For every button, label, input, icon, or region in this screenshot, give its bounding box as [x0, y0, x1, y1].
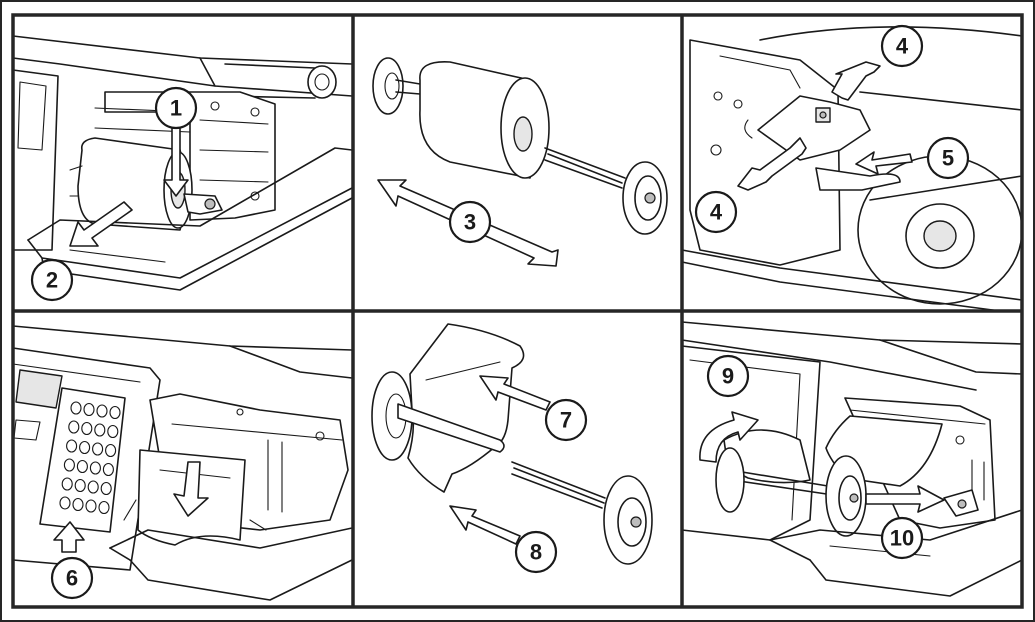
keypad-key: [59, 496, 71, 510]
callout-3-label: 3: [464, 210, 476, 235]
keypad-key: [81, 421, 93, 436]
arrow-close-lever-icon: [865, 485, 945, 513]
keypad-key: [68, 420, 80, 434]
keypad-key: [74, 478, 86, 493]
callout-5-label: 5: [942, 146, 954, 171]
keypad-key: [70, 401, 82, 415]
keypad-key: [107, 424, 119, 439]
arrow-paper-out-icon: [173, 461, 209, 517]
callout-9: 9: [706, 354, 750, 398]
callout-8: 8: [514, 530, 558, 574]
keypad-key: [98, 500, 110, 515]
keypad-key: [89, 461, 101, 475]
arrow-release-bottom-icon: [737, 137, 807, 191]
callout-9-label: 9: [722, 364, 734, 389]
callout-8-label: 8: [530, 540, 542, 565]
callout-4-bottom: 4: [694, 190, 738, 234]
keypad-key: [66, 439, 78, 453]
keypad-key: [92, 442, 104, 456]
keypad-key: [96, 404, 108, 418]
callout-6-label: 6: [66, 566, 78, 591]
panel-5: 7 8: [353, 311, 682, 607]
arrow-insert-spindle-icon: [449, 505, 521, 545]
panel-4: 6: [12, 311, 353, 607]
arrow-pull-icon: [69, 201, 133, 247]
keypad-key: [76, 459, 88, 474]
callout-1-label: 1: [170, 96, 182, 121]
arrow-release-top-icon: [831, 61, 881, 101]
keypad-key: [63, 458, 75, 472]
keypad-key: [85, 499, 97, 513]
panel-4-illustration: [12, 325, 353, 601]
arrow-insert-roll-icon: [479, 375, 551, 411]
keypad-key: [100, 481, 112, 496]
keypad-key: [79, 440, 91, 455]
callout-7-label: 7: [560, 408, 572, 433]
callout-10-label: 10: [890, 526, 914, 551]
keypad-key: [61, 477, 73, 491]
panel-6: 9 10: [681, 311, 1023, 607]
panel-1-illustration: [12, 35, 353, 291]
keypad-key: [87, 480, 99, 494]
keypad-keys: [59, 401, 121, 515]
callout-4-bottom-label: 4: [710, 200, 723, 225]
callout-4-top-label: 4: [896, 34, 909, 59]
keypad-key: [109, 405, 121, 420]
callout-2: 2: [30, 258, 74, 302]
callout-3: 3: [448, 200, 492, 244]
panel-3: 4 5 4: [681, 15, 1023, 312]
panel-frames: [11, 13, 1024, 609]
keypad-key: [83, 402, 95, 417]
keypad-key: [72, 497, 84, 512]
arrow-pull-paper-icon: [855, 151, 913, 175]
callout-4-top: 4: [880, 24, 924, 68]
panel-2: 3: [353, 15, 682, 311]
panel-5-illustration: [371, 323, 653, 565]
keypad-key: [94, 423, 106, 437]
callout-10: 10: [880, 516, 924, 560]
keypad-key: [102, 462, 114, 477]
callout-7: 7: [544, 398, 588, 442]
keypad-key: [105, 443, 117, 458]
callout-6: 6: [50, 556, 94, 600]
panel-6-illustration: [681, 321, 1023, 597]
panel-1: 1 2: [12, 15, 353, 311]
arrow-down-icon: [163, 127, 189, 197]
callout-1: 1: [154, 86, 198, 130]
arrow-feed-key-icon: [53, 521, 85, 553]
callout-5: 5: [926, 136, 970, 180]
arrow-rotate-icon: [699, 411, 759, 463]
callout-2-label: 2: [46, 268, 58, 293]
